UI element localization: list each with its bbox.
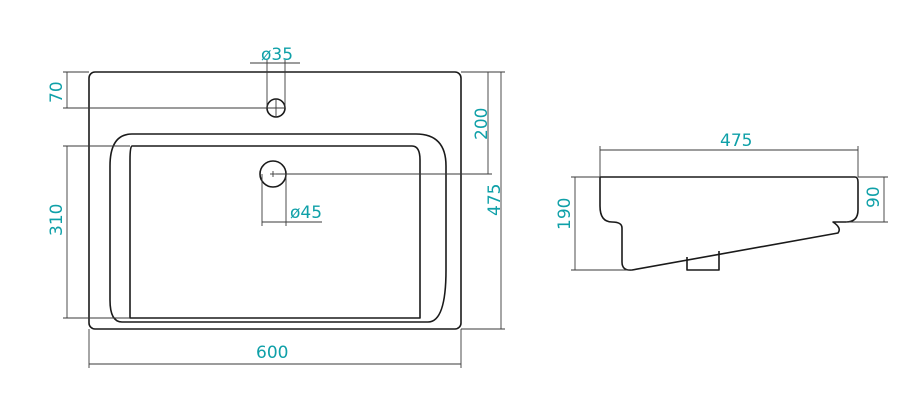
drain-diameter-label: ø45 <box>290 203 322 223</box>
bowl-depth-label: 310 <box>47 204 67 236</box>
bowl-top-depth-label: 200 <box>472 108 492 140</box>
bowl-inner-outline <box>129 145 421 319</box>
total-depth-label: 475 <box>485 184 505 216</box>
rim-height-label: 90 <box>864 186 884 208</box>
drain-pipe-outline <box>686 251 720 271</box>
top-view: ø35 70 200 310 475 600 ø45 <box>47 45 505 368</box>
side-depth-label: 475 <box>720 131 752 151</box>
hole-offset-label: 70 <box>47 81 67 103</box>
side-height-label: 190 <box>555 198 575 230</box>
bowl-outer-outline <box>109 133 447 323</box>
basin-outer-outline <box>88 71 462 330</box>
hole-diameter-label: ø35 <box>261 45 293 65</box>
side-view: 475 190 90 <box>555 131 888 271</box>
side-profile-outline <box>599 176 859 271</box>
width-label: 600 <box>256 343 288 363</box>
